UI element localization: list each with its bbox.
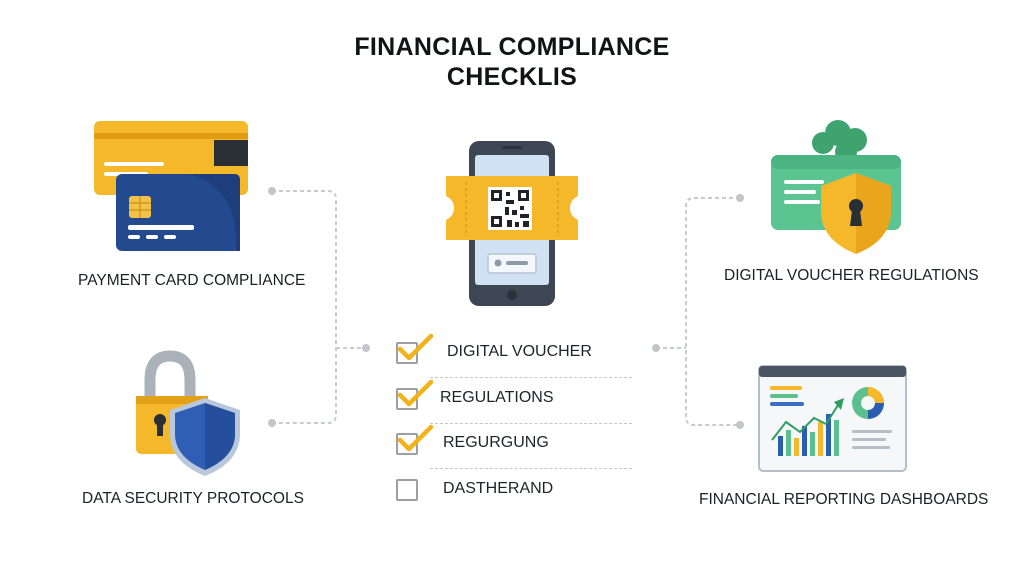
checkmark-icon [397,379,434,407]
title-line-2: CHECKLIS [446,63,578,91]
divider [430,377,632,378]
checklist-item-label: REGULATIONS [440,389,554,406]
checklist-item-label: REGURGUNG [443,434,549,451]
checklist-item[interactable]: REGULATIONS [396,379,632,424]
checkbox[interactable] [396,479,418,501]
checklist-item[interactable]: DIGITAL VOUCHER [396,333,632,378]
checklist-item-label: DIGITAL VOUCHER [447,343,592,360]
financial-reporting-dashboards-label: FINANCIAL REPORTING DASHBOARDS [699,491,989,508]
payment-card-compliance-label: PAYMENT CARD COMPLIANCE [78,272,306,289]
divider [430,468,632,469]
divider [430,423,632,424]
title-line-1: FINANCIAL COMPLIANCE [354,33,670,61]
checklist-item[interactable]: DASTHERAND [396,475,632,515]
data-security-protocols-label: DATA SECURITY PROTOCOLS [82,490,304,507]
checkmark-icon [397,333,434,361]
checkmark-icon [397,424,434,452]
checklist-item-label: DASTHERAND [443,480,554,497]
checklist-item[interactable]: REGURGUNG [396,424,632,469]
digital-voucher-regulations-label: DIGITAL VOUCHER REGULATIONS [724,267,979,284]
page-title: FINANCIAL COMPLIANCE CHECKLIS [312,32,712,92]
